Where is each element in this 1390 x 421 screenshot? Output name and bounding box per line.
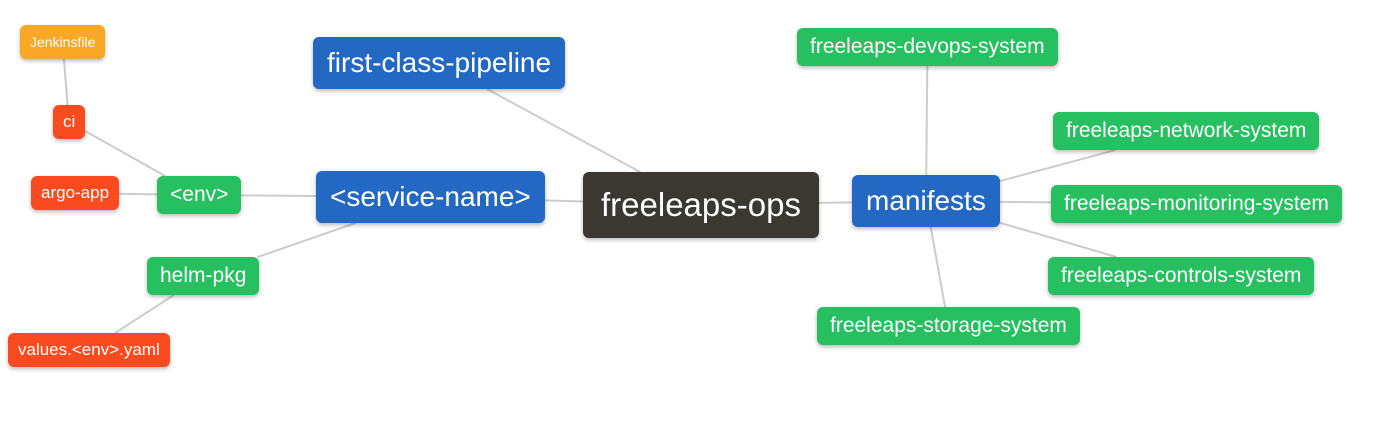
edge-manifests-freeleaps-network-system <box>999 149 1116 183</box>
node-values-env-yaml[interactable]: values.<env>.yaml <box>8 333 170 367</box>
edge-manifests-freeleaps-monitoring-system <box>999 200 1052 204</box>
node-ci[interactable]: ci <box>53 105 86 139</box>
edge-freeleaps-ops-manifests <box>818 201 853 204</box>
edge-first-class-pipeline-freeleaps-ops <box>486 88 641 173</box>
edge-env-service-name <box>240 194 317 198</box>
edge-manifests-freeleaps-controls-system <box>999 221 1117 258</box>
node-freeleaps-monitoring-system[interactable]: freeleaps-monitoring-system <box>1051 185 1342 224</box>
edge-manifests-freeleaps-storage-system <box>929 226 947 308</box>
node-freeleaps-storage-system[interactable]: freeleaps-storage-system <box>817 307 1080 346</box>
node-helm-pkg[interactable]: helm-pkg <box>147 257 260 296</box>
edge-argo-app-env <box>118 192 158 196</box>
node-jenkinsfile[interactable]: Jenkinsfile <box>20 25 106 60</box>
node-argo-app[interactable]: argo-app <box>31 176 120 210</box>
node-freeleaps-devops-system[interactable]: freeleaps-devops-system <box>797 28 1058 67</box>
node-freeleaps-ops[interactable]: freeleaps-ops <box>583 172 819 238</box>
node-manifests[interactable]: manifests <box>852 175 1000 228</box>
node-service-name[interactable]: <service-name> <box>316 171 545 224</box>
edge-values-env-yaml-helm-pkg <box>114 294 175 334</box>
edge-helm-pkg-service-name <box>257 222 356 258</box>
edge-jenkinsfile-ci <box>62 58 69 106</box>
edge-service-name-freeleaps-ops <box>544 199 584 203</box>
edge-ci-env <box>84 130 166 177</box>
node-freeleaps-network-system[interactable]: freeleaps-network-system <box>1053 112 1320 151</box>
node-freeleaps-controls-system[interactable]: freeleaps-controls-system <box>1048 257 1315 296</box>
node-env[interactable]: <env> <box>157 176 242 215</box>
node-first-class-pipeline[interactable]: first-class-pipeline <box>313 37 566 90</box>
edge-manifests-freeleaps-devops-system <box>925 65 929 176</box>
